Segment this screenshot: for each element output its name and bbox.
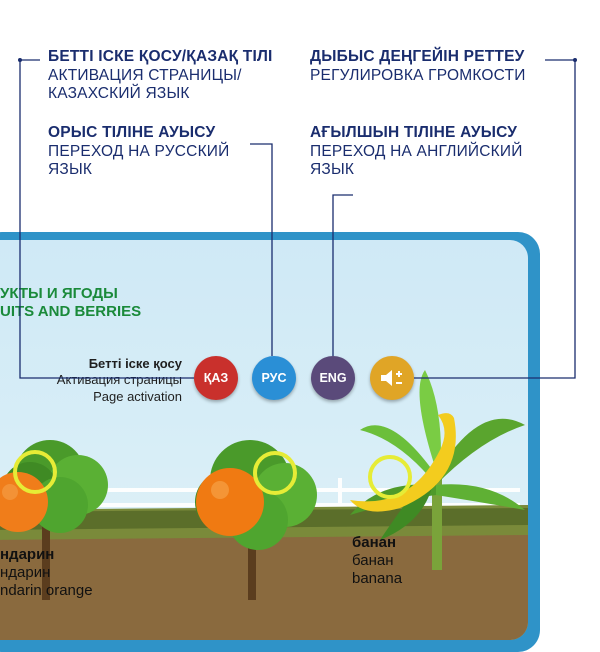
activation-en: Page activation [93,388,182,404]
callout-subtitle: ЯЗЫК [48,161,93,179]
banana-en: banana [352,570,403,587]
board-heading-ru: УКТЫ И ЯГОДЫ [0,285,118,302]
callout-title: АҒЫЛШЫН ТІЛІНЕ АУЫСУ [310,124,518,141]
callout-subtitle: АКТИВАЦИЯ СТРАНИЦЫ/ [48,66,242,84]
touch-point-banana [368,455,412,499]
page-activation-label: Бетті іске қосу Активация страницы Page … [57,356,182,405]
callout-english: АҒЫЛШЫН ТІЛІНЕ АУЫСУ ПЕРЕХОД НА АНГЛИЙСК… [310,124,523,180]
eng-language-button[interactable]: ENG [311,356,355,400]
rus-button-label: РУС [261,371,287,385]
callout-volume: ДЫБЫС ДЕҢГЕЙІН РЕТТЕУ РЕГУЛИРОВКА ГРОМКО… [310,48,526,85]
banana-ru: банан [352,552,394,569]
kaz-button-label: ҚАЗ [203,371,229,385]
mandarin-ru: ндарин [0,564,51,581]
banana-label: банан банан banana [352,534,402,588]
callout-page-activation-kz: БЕТТІ ІСКЕ ҚОСУ/ҚАЗАҚ ТІЛІ АКТИВАЦИЯ СТР… [48,48,273,104]
touch-point-orange [253,451,297,495]
activation-kz: Бетті іске қосу [88,356,182,371]
banana-fruit [350,413,456,512]
callout-subtitle: ПЕРЕХОД НА РУССКИЙ [48,142,230,160]
callout-subtitle: КАЗАХСКИЙ ЯЗЫК [48,85,190,103]
callout-subtitle: РЕГУЛИРОВКА ГРОМКОСТИ [310,66,526,84]
connector-lines [18,58,577,379]
eng-button-label: ENG [319,371,347,385]
mandarin-en: ndarin orange [0,582,93,599]
callout-title: ОРЫС ТІЛІНЕ АУЫСУ [48,124,216,141]
mandarin-label: ндарин ндарин ndarin orange [0,546,93,600]
rus-language-button[interactable]: РУС [252,356,296,400]
callout-title: БЕТТІ ІСКЕ ҚОСУ/ҚАЗАҚ ТІЛІ [48,48,273,65]
mandarin-kz: ндарин [0,546,55,563]
callout-title: ДЫБЫС ДЕҢГЕЙІН РЕТТЕУ [310,48,525,65]
volume-button[interactable] [370,356,414,400]
activation-ru: Активация страницы [56,372,182,388]
callout-subtitle: ЯЗЫК [310,161,355,179]
board-heading-en: UITS AND BERRIES [0,303,142,320]
callout-russian: ОРЫС ТІЛІНЕ АУЫСУ ПЕРЕХОД НА РУССКИЙ ЯЗЫ… [48,124,229,180]
banana-kz: банан [352,534,397,551]
speaker-volume-icon [381,370,402,386]
kaz-language-button[interactable]: ҚАЗ [194,356,238,400]
touch-point-mandarin [13,450,57,494]
callout-subtitle: ПЕРЕХОД НА АНГЛИЙСКИЙ [310,142,523,160]
